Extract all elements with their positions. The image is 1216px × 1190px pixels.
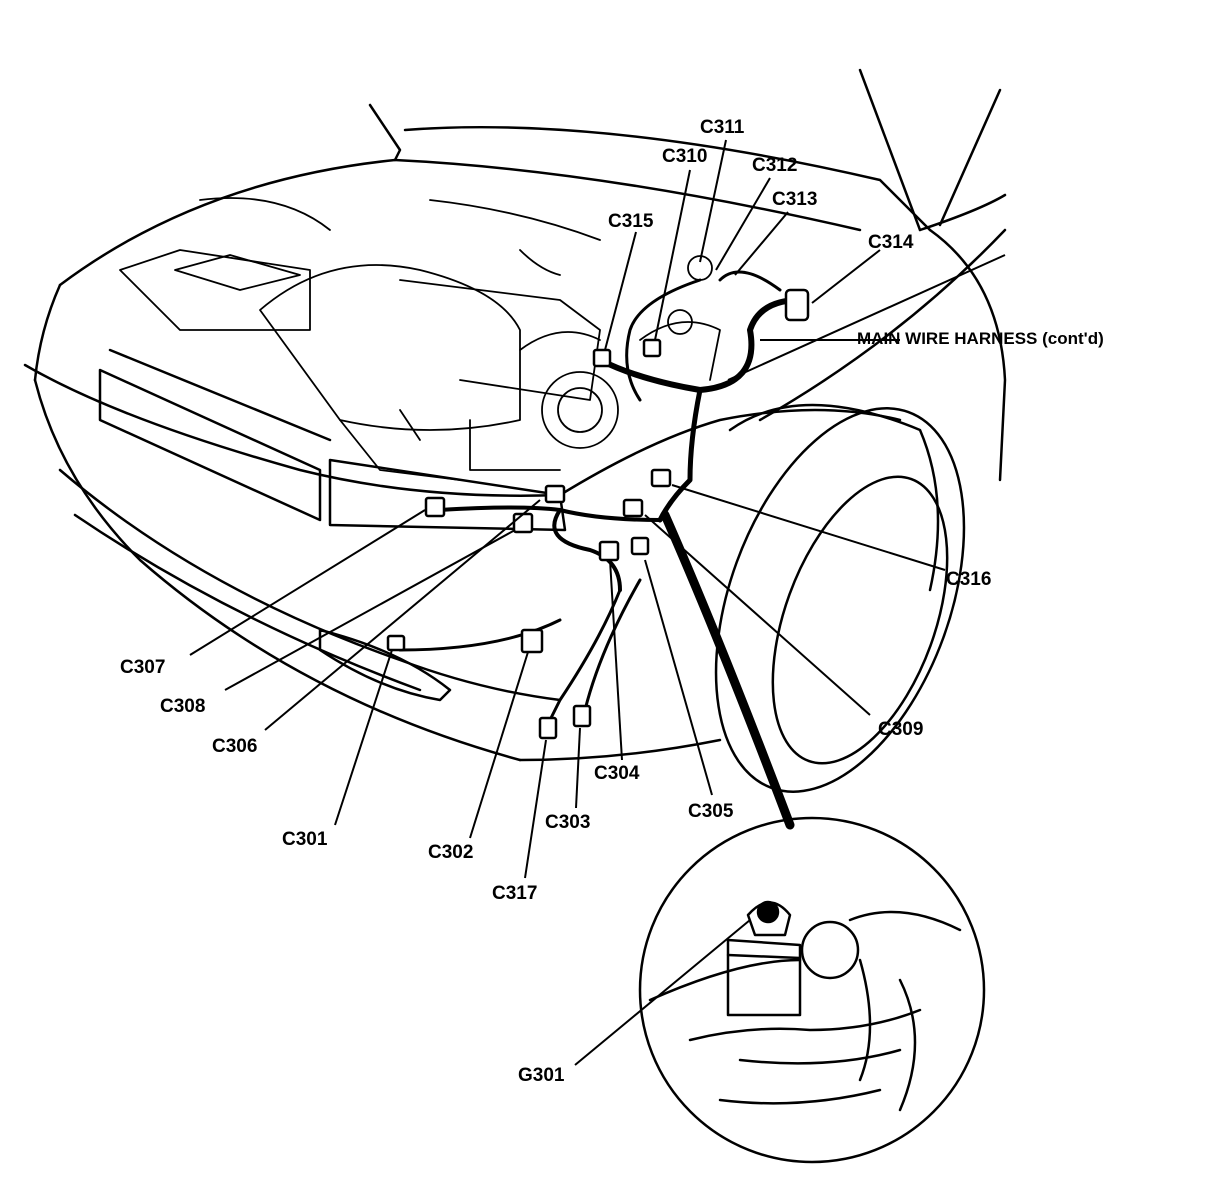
connector-label-c316: C316 [946, 569, 992, 590]
connector-label-c308: C308 [160, 696, 206, 717]
car-body-outline [23, 68, 1007, 762]
plug-c306 [512, 512, 534, 534]
engine-components [119, 197, 721, 481]
connector-label-c306: C306 [212, 736, 258, 757]
connector-label-c301: C301 [282, 829, 328, 850]
plug-c301 [386, 634, 406, 652]
plug-c315 [592, 348, 612, 368]
connector-label-c317: C317 [492, 883, 538, 904]
plug-c308 [544, 484, 566, 504]
connector-plugs [386, 288, 810, 740]
g301-detail-view [638, 816, 986, 1164]
connector-label-c307: C307 [120, 657, 166, 678]
plug-c309 [622, 498, 644, 518]
plug-c304 [598, 540, 620, 562]
connector-label-c313: C313 [772, 189, 818, 210]
main-wire-harness-title: MAIN WIRE HARNESS (cont'd) [857, 329, 1104, 348]
front-wheel [714, 403, 966, 793]
connector-label-c312: C312 [752, 155, 798, 176]
plug-c303 [572, 704, 592, 728]
plug-c305 [630, 536, 650, 556]
connector-label-c314: C314 [868, 232, 914, 253]
plug-c302 [520, 628, 544, 654]
plug-c314 [784, 288, 810, 322]
ground-label-g301: G301 [518, 1065, 565, 1086]
connector-label-c302: C302 [428, 842, 474, 863]
leader-lines [189, 139, 1006, 1066]
connector-label-c315: C315 [608, 211, 654, 232]
plug-c307 [424, 496, 446, 518]
main-wire-harness [398, 270, 803, 830]
connector-label-c305: C305 [688, 801, 734, 822]
plug-c317 [538, 716, 558, 740]
connector-label-c311: C311 [700, 117, 745, 138]
plug-c310 [642, 338, 662, 358]
plug-c316 [650, 468, 672, 488]
connector-label-c304: C304 [594, 763, 640, 784]
connector-label-c309: C309 [878, 719, 924, 740]
connector-label-c310: C310 [662, 146, 708, 167]
connector-label-c303: C303 [545, 812, 591, 833]
